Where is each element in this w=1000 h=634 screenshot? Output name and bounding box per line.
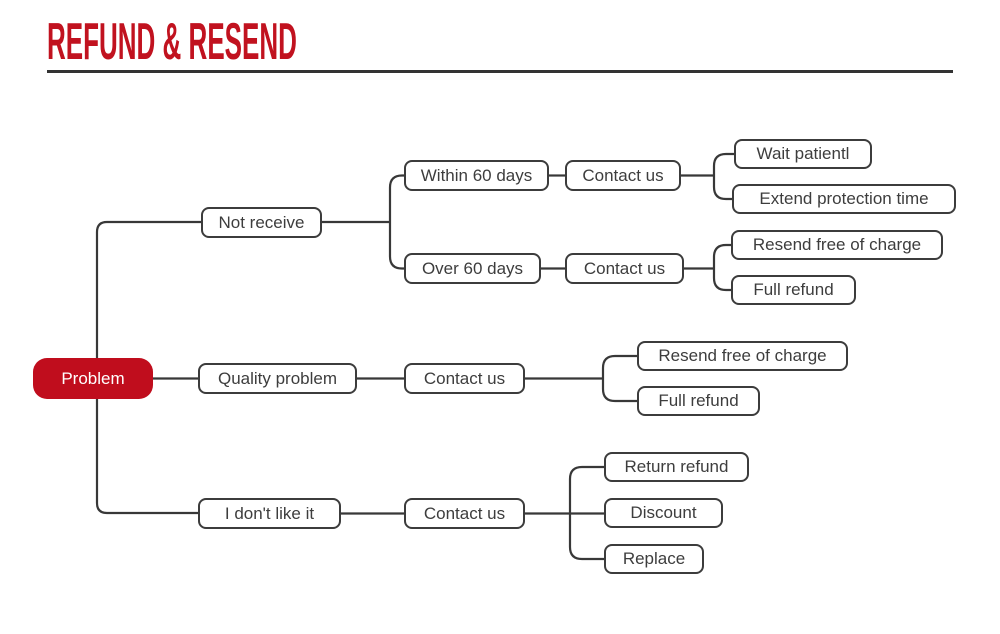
node-return-refund: Return refund — [604, 452, 749, 482]
node-resend-free-of-charge-1: Resend free of charge — [731, 230, 943, 260]
node-contact-us-4: Contact us — [404, 498, 525, 529]
title-divider — [47, 70, 953, 73]
node-contact-us-1: Contact us — [565, 160, 681, 191]
node-wait-patiently: Wait patientl — [734, 139, 872, 169]
node-contact-us-2: Contact us — [565, 253, 684, 284]
node-problem: Problem — [33, 358, 153, 399]
node-within-60-days: Within 60 days — [404, 160, 549, 191]
node-over-60-days: Over 60 days — [404, 253, 541, 284]
node-i-dont-like-it: I don't like it — [198, 498, 341, 529]
node-resend-free-of-charge-2: Resend free of charge — [637, 341, 848, 371]
node-discount: Discount — [604, 498, 723, 528]
node-contact-us-3: Contact us — [404, 363, 525, 394]
node-not-receive: Not receive — [201, 207, 322, 238]
node-full-refund-2: Full refund — [637, 386, 760, 416]
node-replace: Replace — [604, 544, 704, 574]
page-title: REFUND & RESEND — [47, 13, 297, 71]
node-extend-protection-time: Extend protection time — [732, 184, 956, 214]
node-full-refund-1: Full refund — [731, 275, 856, 305]
node-quality-problem: Quality problem — [198, 363, 357, 394]
